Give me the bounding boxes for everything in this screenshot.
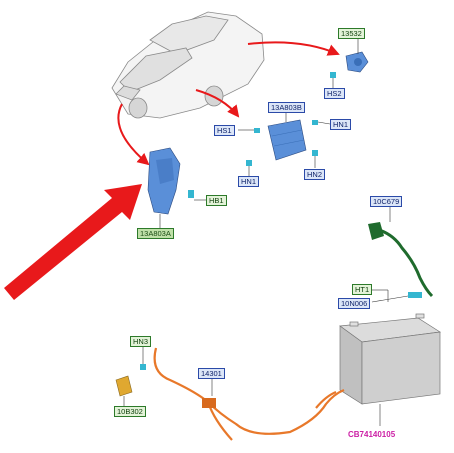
label-hn1-top: HN1: [330, 119, 352, 130]
label-14301: 14301: [198, 368, 225, 379]
arrow-to-13a803b: [195, 89, 240, 118]
clip-hs2: [330, 72, 336, 88]
car-illustration: [111, 11, 265, 119]
label-hs1: HS1: [214, 125, 235, 136]
label-hn2: HN2: [304, 169, 326, 180]
part-13a803b-module: [267, 119, 307, 161]
label-hn1-bottom: HN1: [238, 176, 260, 187]
part-14301-harness: [153, 347, 345, 441]
catalog-number: CB74140105: [348, 430, 396, 439]
part-10n006-connector: [408, 292, 422, 298]
battery-illustration: [339, 313, 442, 405]
part-13a803a-bracket: [147, 147, 194, 215]
label-13a803a: 13A803A: [137, 228, 174, 239]
label-hn3: HN3: [130, 336, 152, 347]
big-red-arrow: [4, 184, 142, 300]
harness-connector: [202, 398, 216, 408]
clip-hn3: [140, 346, 146, 370]
label-hs2: HS2: [324, 88, 345, 99]
label-ht1: HT1: [352, 284, 373, 295]
label-hb1: HB1: [206, 195, 227, 206]
part-10c679-cable: [368, 222, 434, 298]
arrow-to-13a803a: [117, 103, 150, 166]
part-10b302-block: [115, 375, 133, 406]
part-13532-sensor: [345, 51, 369, 73]
label-13532: 13532: [338, 28, 365, 39]
label-10b302: 10B302: [114, 406, 146, 417]
label-13a803b: 13A803B: [268, 102, 305, 113]
label-10c679: 10C679: [370, 196, 403, 207]
fasteners-13a803b: [246, 120, 318, 166]
label-10n006: 10N006: [338, 298, 371, 309]
arrow-to-13532: [247, 41, 340, 56]
